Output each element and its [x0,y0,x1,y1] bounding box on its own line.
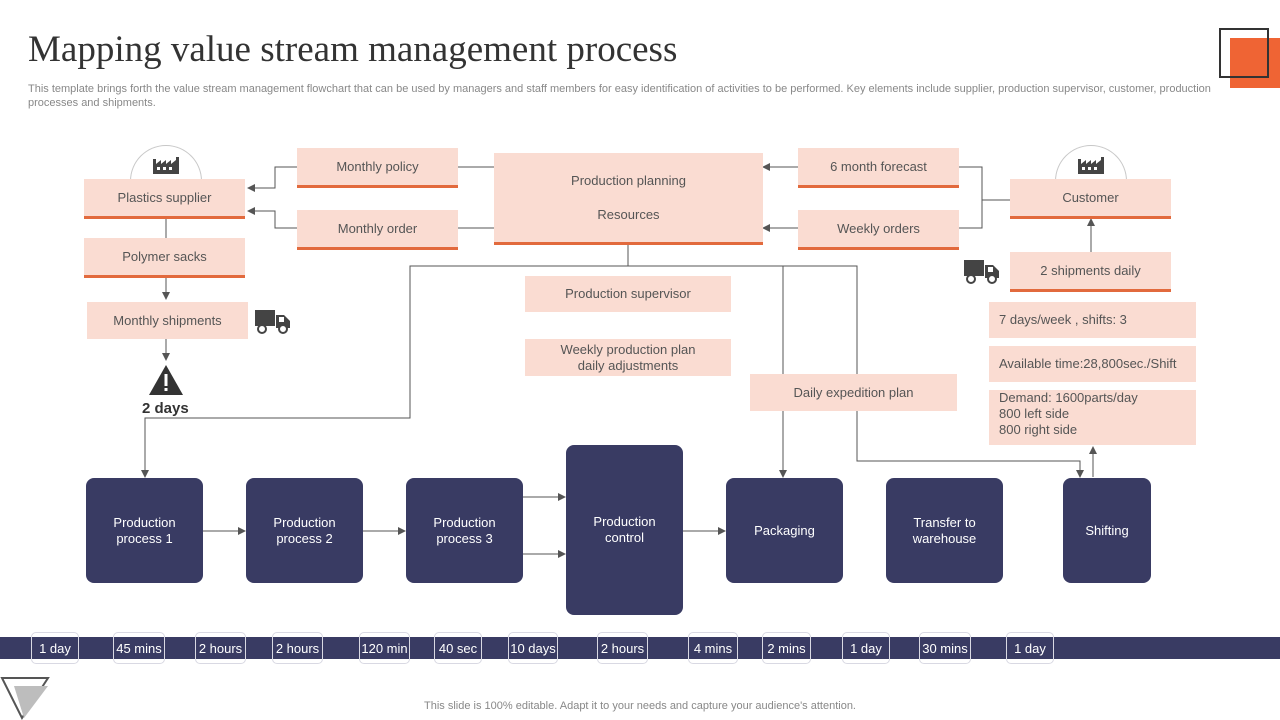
p1-line-2: process 1 [116,530,173,546]
monthly-policy-box: Monthly policy [297,148,458,188]
page-subtitle: This template brings forth the value str… [28,83,1211,109]
timeline-value: 1 day [850,640,882,656]
timeline-chip: 1 day [31,632,79,664]
timeline-value: 10 days [510,640,556,656]
timeline-chip: 45 mins [113,632,165,664]
shifting-box: Shifting [1063,478,1151,583]
monthly-order-label: Monthly order [337,220,418,236]
demand-line-1: Demand: 1600parts/day [999,390,1138,405]
available-time-label: Available time:28,800sec./Shift [999,356,1177,371]
timeline-value: 120 min [361,640,408,656]
weekly-orders-box: Weekly orders [798,210,959,250]
timeline-chip: 40 sec [434,632,482,664]
timeline-value: 1 day [1014,640,1046,656]
timeline-value: 2 hours [198,640,243,656]
timeline-bar [0,637,1280,659]
plastics-supplier-box: Plastics supplier [84,179,245,219]
truck-icon [255,310,290,334]
timeline-value: 2 hours [600,640,645,656]
daily-expedition-plan-label: Daily expedition plan [793,384,914,400]
pc-line-2: control [604,530,645,545]
daily-expedition-plan-box: Daily expedition plan [750,374,957,411]
timeline-chip: 4 mins [688,632,738,664]
monthly-order-box: Monthly order [297,210,458,250]
wire-policy-to-supplier [247,166,297,192]
six-month-forecast-box: 6 month forecast [798,148,959,188]
wire-customer-to-forecast [959,166,1010,201]
weekly-plan-line-1: Weekly production plan [560,341,696,357]
resources-label: Resources [597,206,660,222]
weekly-plan-line-2: daily adjustments [577,357,679,373]
demand-box: Demand: 1600parts/day 800 left side 800 … [989,390,1196,445]
polymer-sacks-label: Polymer sacks [122,248,207,264]
timeline-value: 45 mins [116,640,162,656]
production-process-3-box: Production process 3 [406,478,523,583]
customer-box: Customer [1010,179,1171,219]
timeline-value: 1 day [39,640,71,656]
days-week-label: 7 days/week , shifts: 3 [999,312,1127,327]
production-process-2-box: Production process 2 [246,478,363,583]
timeline-chip: 2 hours [272,632,323,664]
lead-time-label: 2 days [142,400,189,417]
monthly-shipments-label: Monthly shipments [113,312,222,328]
timeline-chip: 1 day [842,632,890,664]
days-week-box: 7 days/week , shifts: 3 [989,302,1196,338]
timeline-value: 30 mins [922,640,968,656]
two-shipments-daily-box: 2 shipments daily [1010,252,1171,292]
plastics-supplier-label: Plastics supplier [117,189,212,205]
packaging-label: Packaging [754,522,815,538]
weekly-production-plan-box: Weekly production plan daily adjustments [525,339,731,376]
footer-note: This slide is 100% editable. Adapt it to… [424,700,856,712]
production-supervisor-label: Production supervisor [565,286,691,301]
monthly-shipments-box: Monthly shipments [87,302,248,339]
timeline-chip: 1 day [1006,632,1054,664]
warning-icon [149,365,183,395]
weekly-orders-label: Weekly orders [837,220,920,236]
six-month-forecast-label: 6 month forecast [830,158,927,174]
demand-line-2: 800 left side [999,406,1070,421]
customer-label: Customer [1062,189,1119,205]
triangle-logo-icon [0,677,50,720]
corner-outline-square [1219,28,1269,78]
monthly-policy-label: Monthly policy [336,158,419,174]
page-title: Mapping value stream management process [28,29,678,70]
timeline-chip: 2 mins [762,632,811,664]
timeline-value: 40 sec [438,640,478,656]
timeline-chip: 2 hours [597,632,648,664]
production-planning-box: Production planning Resources [494,153,763,245]
corner-accent-square [1230,38,1280,88]
production-supervisor-box: Production supervisor [525,276,731,312]
wire-planning-to-process1 [141,265,628,478]
p1-line-1: Production [113,514,176,530]
p2-line-1: Production [273,514,336,530]
timeline-value: 4 mins [693,640,733,656]
production-control-box: Production control [566,445,683,615]
demand-line-3: 800 right side [999,422,1078,437]
timeline-value: 2 hours [275,640,320,656]
timeline-chip: 30 mins [919,632,971,664]
polymer-sacks-box: Polymer sacks [84,238,245,278]
timeline-value: 2 mins [767,640,806,656]
packaging-box: Packaging [726,478,843,583]
tw-line-2: warehouse [912,530,977,546]
production-planning-label: Production planning [571,172,686,188]
timeline-chip: 120 min [359,632,410,664]
shifting-label: Shifting [1085,522,1129,538]
wire-customer-to-orders [959,200,983,229]
p3-line-2: process 3 [436,530,493,546]
available-time-box: Available time:28,800sec./Shift [989,346,1196,382]
customer-truck-icon [964,260,999,284]
p3-line-1: Production [433,514,496,530]
p2-line-2: process 2 [276,530,333,546]
transfer-warehouse-box: Transfer to warehouse [886,478,1003,583]
timeline-chip: 10 days [508,632,558,664]
tw-line-1: Transfer to [913,514,976,530]
two-shipments-daily-label: 2 shipments daily [1040,262,1141,278]
timeline-chip: 2 hours [195,632,246,664]
wire-planning-to-shifting [783,265,1084,478]
pc-line-1: Production [593,514,656,529]
wire-order-to-supplier [247,207,297,229]
production-process-1-box: Production process 1 [86,478,203,583]
